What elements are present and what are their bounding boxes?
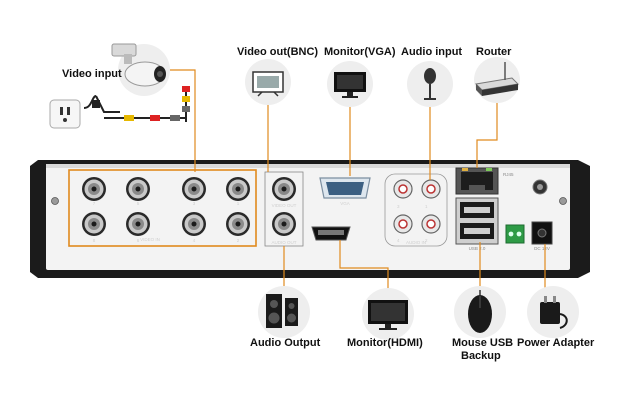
- svg-text:1: 1: [425, 204, 428, 209]
- bnc-connector: 6: [126, 212, 150, 243]
- bnc-connector: 5: [126, 177, 150, 206]
- bnc-connector: 4: [182, 212, 206, 243]
- audio-input-label: Audio input: [401, 46, 463, 58]
- svg-text:2: 2: [425, 238, 428, 243]
- svg-text:AUDIO IN: AUDIO IN: [406, 240, 426, 245]
- video-out-group: VIDEO OUT AUDIO OUT: [264, 171, 304, 247]
- video-in-label: VIDEO IN: [140, 237, 160, 242]
- bnc-channel-number: 1: [237, 201, 240, 206]
- video-out-bnc-label: Video out(BNC): [237, 46, 319, 58]
- monitor-hdmi-label: Monitor(HDMI): [347, 337, 423, 349]
- video-input-bnc-group: 7 5 3 1 8 6 4 2 VIDEO IN: [68, 169, 257, 247]
- router-icon: [474, 57, 520, 103]
- dvr-recorder: [30, 160, 590, 278]
- audio-output-label: Audio Output: [250, 337, 321, 349]
- backup-label: Backup: [461, 350, 501, 362]
- svg-text:RJ45: RJ45: [503, 172, 514, 177]
- bnc-connector: 7: [82, 177, 106, 206]
- monitor-vga-icon: [327, 61, 373, 107]
- video-out-label: VIDEO OUT: [272, 203, 297, 208]
- speaker-icon: [258, 286, 310, 338]
- router-label: Router: [476, 46, 512, 58]
- svg-text:DC 12V: DC 12V: [534, 246, 550, 251]
- bnc-connector: 2: [226, 212, 250, 243]
- monitor-hdmi-icon: [362, 288, 414, 340]
- audio-input-rca-group: 3 1 4 2 AUDIO IN: [384, 173, 448, 247]
- cable-connectors: [92, 86, 190, 121]
- camera-icon: [111, 43, 170, 96]
- alarm-terminal: [505, 224, 525, 244]
- microphone-icon: [407, 61, 453, 107]
- rj45-port: RJ45: [455, 167, 514, 195]
- power-outlet-icon: [49, 99, 81, 129]
- svg-text:VGA: VGA: [340, 201, 350, 206]
- svg-text:USB 2.0: USB 2.0: [469, 246, 486, 251]
- tv-bnc-icon: [245, 59, 291, 105]
- bnc-connector: 8: [82, 212, 106, 243]
- callout-lines: [165, 69, 546, 290]
- vga-port: VGA: [319, 177, 371, 206]
- bnc-channel-number: 5: [137, 201, 140, 206]
- bnc-channel-number: 6: [137, 238, 140, 243]
- hdmi-port: [311, 226, 351, 241]
- bnc-channel-number: 7: [93, 201, 96, 206]
- bnc-channel-number: 3: [193, 201, 196, 206]
- monitor-vga-label: Monitor(VGA): [324, 46, 396, 58]
- bnc-channel-number: 4: [193, 238, 196, 243]
- power-adapter-label: Power Adapter: [517, 337, 595, 349]
- bnc-connector: 1: [226, 177, 250, 206]
- bnc-connector: 3: [182, 177, 206, 206]
- power-adapter-icon: [527, 286, 579, 338]
- video-input-label: Video input: [62, 68, 122, 80]
- svg-text:3: 3: [397, 204, 400, 209]
- bnc-channel-number: 2: [237, 238, 240, 243]
- audio-out-label: AUDIO OUT: [271, 240, 296, 245]
- usb-ports: USB 2.0: [455, 197, 499, 251]
- mouse-usb-label: Mouse USB: [452, 337, 514, 349]
- mouse-icon: [454, 286, 506, 338]
- bnc-channel-number: 8: [93, 238, 96, 243]
- dc-power-jack: DC 12V: [531, 179, 553, 251]
- svg-text:4: 4: [397, 238, 400, 243]
